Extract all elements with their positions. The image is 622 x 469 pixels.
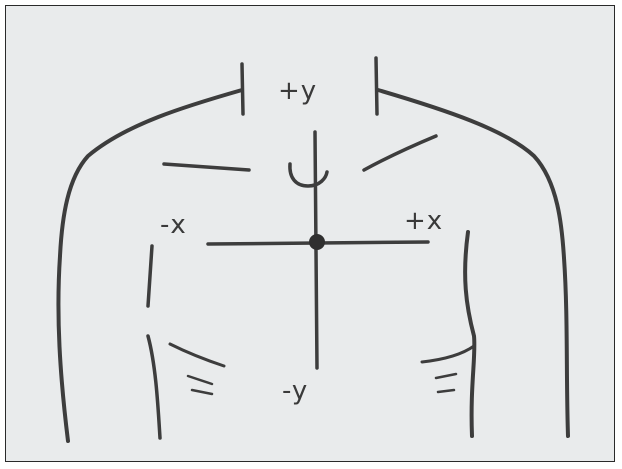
right-rib-line-3	[438, 390, 454, 392]
minus-y-label: -y	[282, 378, 308, 404]
right-rib-line-2	[436, 374, 456, 378]
right-rib-line-1	[422, 346, 474, 362]
minus-x-label: -x	[160, 212, 187, 238]
plus-x-label: +x	[404, 208, 443, 234]
left-flank-line	[148, 336, 160, 438]
neck-right-line	[376, 58, 377, 114]
y-axis-line	[315, 132, 317, 368]
sketch-frame: +y -y -x +x	[5, 5, 615, 462]
right-clavicle	[364, 136, 436, 170]
torso-sketch	[6, 6, 614, 461]
sternal-notch	[290, 164, 327, 186]
origin-marker	[309, 234, 325, 250]
left-rib-line-3	[192, 390, 212, 394]
left-chest-contour	[148, 246, 152, 306]
left-clavicle	[164, 164, 249, 170]
plus-y-label: +y	[278, 78, 317, 104]
left-rib-line-1	[170, 344, 224, 366]
left-rib-line-2	[188, 376, 212, 384]
right-chest-contour	[465, 232, 474, 436]
